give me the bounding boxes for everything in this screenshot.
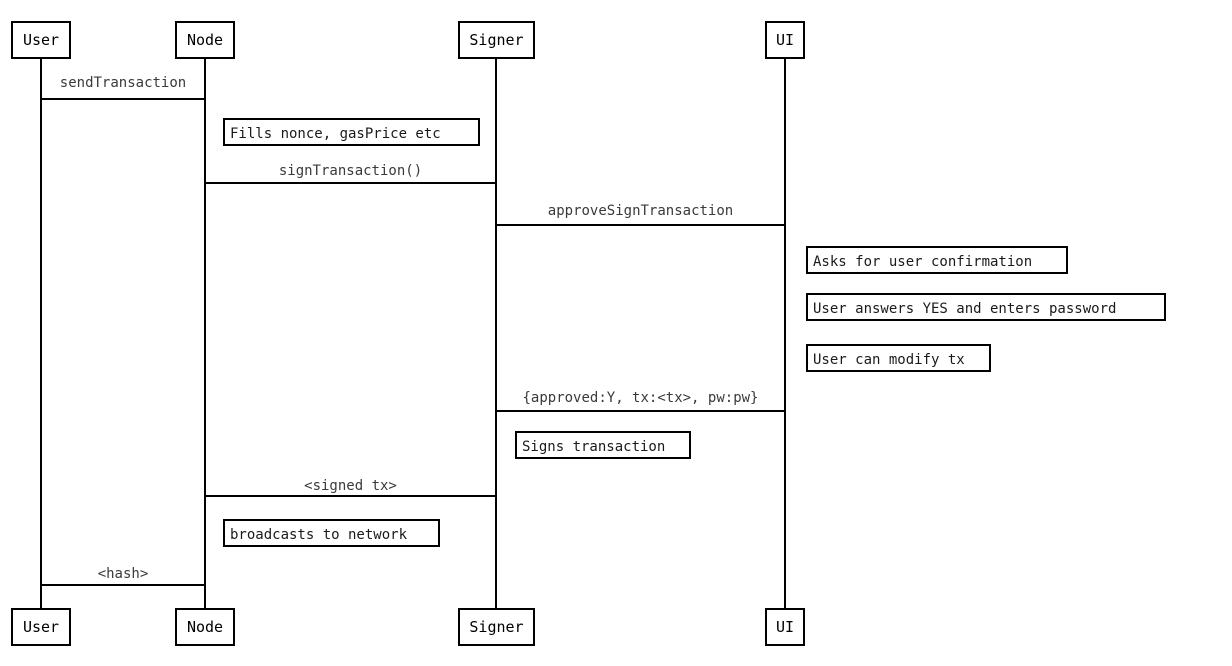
note-user-can-modify-text: User can modify tx xyxy=(813,352,965,368)
message-line-sign-transaction xyxy=(204,182,497,184)
actor-foot-user[interactable]: User xyxy=(11,608,71,646)
lifeline-ui xyxy=(784,59,786,608)
message-line-signed-tx xyxy=(204,495,497,497)
message-line-approved-response xyxy=(495,410,786,412)
note-fills-nonce-text: Fills nonce, gasPrice etc xyxy=(230,126,441,142)
message-label-hash-response: <hash> xyxy=(97,566,149,582)
lifeline-signer xyxy=(495,59,497,608)
message-label-sign-transaction: signTransaction() xyxy=(278,163,423,179)
note-user-answers-yes-text: User answers YES and enters password xyxy=(813,301,1117,317)
note-signs-transaction: Signs transaction xyxy=(515,431,691,459)
note-asks-confirmation-text: Asks for user confirmation xyxy=(813,254,1033,270)
message-line-send-transaction xyxy=(40,98,206,100)
note-broadcasts-to-network-text: broadcasts to network xyxy=(230,527,408,543)
message-label-approved-response: {approved:Y, tx:<tx>, pw:pw} xyxy=(522,390,759,406)
message-line-approve-sign-transaction xyxy=(495,224,786,226)
message-label-signed-tx: <signed tx> xyxy=(304,478,397,494)
actor-foot-signer[interactable]: Signer xyxy=(458,608,535,646)
actor-head-user[interactable]: User xyxy=(11,21,71,59)
message-line-hash-response xyxy=(40,584,206,586)
note-user-answers-yes: User answers YES and enters password xyxy=(806,293,1166,321)
actor-head-node[interactable]: Node xyxy=(175,21,235,59)
note-fills-nonce: Fills nonce, gasPrice etc xyxy=(223,118,480,146)
note-asks-confirmation: Asks for user confirmation xyxy=(806,246,1068,274)
actor-head-signer[interactable]: Signer xyxy=(458,21,535,59)
note-user-can-modify: User can modify tx xyxy=(806,344,991,372)
actor-foot-ui[interactable]: UI xyxy=(765,608,805,646)
message-label-send-transaction: sendTransaction xyxy=(59,75,187,91)
lifeline-node xyxy=(204,59,206,608)
message-label-approve-sign-transaction: approveSignTransaction xyxy=(547,203,734,219)
note-signs-transaction-text: Signs transaction xyxy=(522,439,666,455)
actor-head-ui[interactable]: UI xyxy=(765,21,805,59)
actor-foot-node[interactable]: Node xyxy=(175,608,235,646)
note-broadcasts-to-network: broadcasts to network xyxy=(223,519,440,547)
lifeline-user xyxy=(40,59,42,608)
